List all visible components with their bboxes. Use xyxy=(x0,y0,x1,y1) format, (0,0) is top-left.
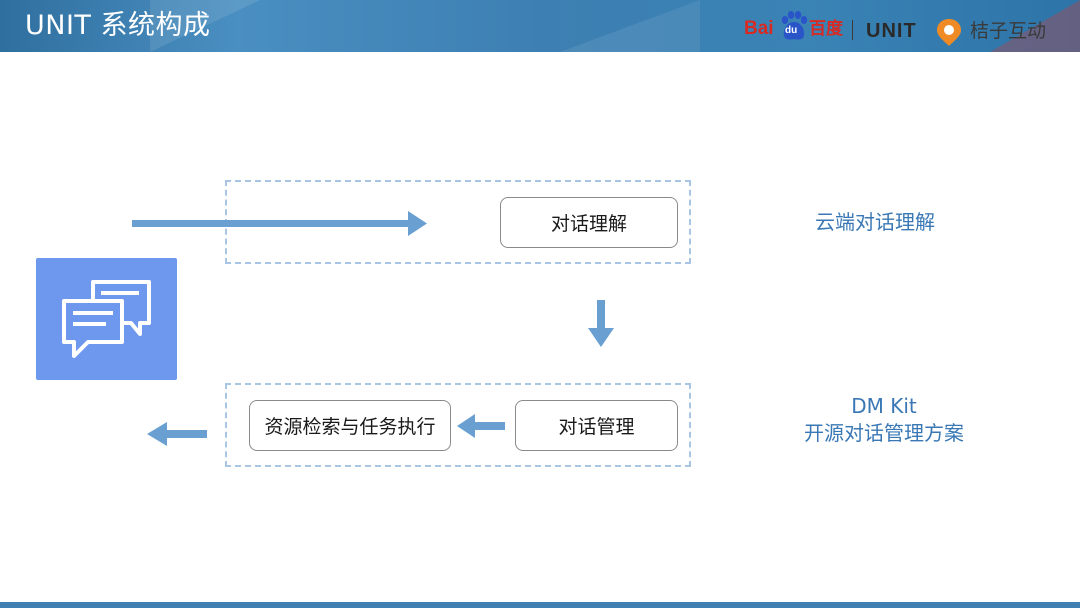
baidu-paw-icon: du xyxy=(780,11,808,41)
header-decoration xyxy=(990,0,1080,52)
dm-node-label: 对话管理 xyxy=(558,416,635,438)
header-bar: UNIT 系统构成 Bai du 百度 UNIT 桔子互动 xyxy=(0,0,1080,52)
execution-node: 资源检索与任务执行 xyxy=(249,400,451,451)
logo-divider xyxy=(852,20,853,40)
page-title: UNIT 系统构成 xyxy=(25,10,211,41)
dmkit-label-subtitle: 开源对话管理方案 xyxy=(804,421,964,445)
baidu-logo-paw-text: du xyxy=(785,25,798,36)
baidu-logo-prefix: Bai xyxy=(744,18,774,39)
cloud-nlu-label: 云端对话理解 xyxy=(815,210,935,234)
output-arrow xyxy=(147,422,207,446)
nlu-node-label: 对话理解 xyxy=(550,213,627,235)
baidu-logo: Bai du 百度 xyxy=(744,11,848,41)
dmkit-label-title: DM Kit xyxy=(851,394,917,418)
input-arrow xyxy=(132,211,427,236)
nlu-node: 对话理解 xyxy=(500,197,678,248)
header-decoration xyxy=(150,0,260,52)
juzi-logo-text: 桔子互动 xyxy=(970,20,1047,42)
unit-logo: UNIT xyxy=(866,20,917,42)
dm-to-execution-arrow xyxy=(457,414,505,438)
dm-node: 对话管理 xyxy=(515,400,678,451)
down-arrow xyxy=(588,300,614,347)
header-decoration xyxy=(560,0,700,52)
chat-bubbles-icon xyxy=(62,280,151,358)
dmkit-group xyxy=(225,383,691,467)
dmkit-label: DM Kit 开源对话管理方案 xyxy=(775,393,993,447)
chat-client-tile xyxy=(36,258,177,380)
baidu-logo-suffix: 百度 xyxy=(809,19,843,38)
execution-node-label: 资源检索与任务执行 xyxy=(264,416,436,438)
bottom-bar xyxy=(0,602,1080,608)
juzi-logo-icon xyxy=(935,17,963,47)
